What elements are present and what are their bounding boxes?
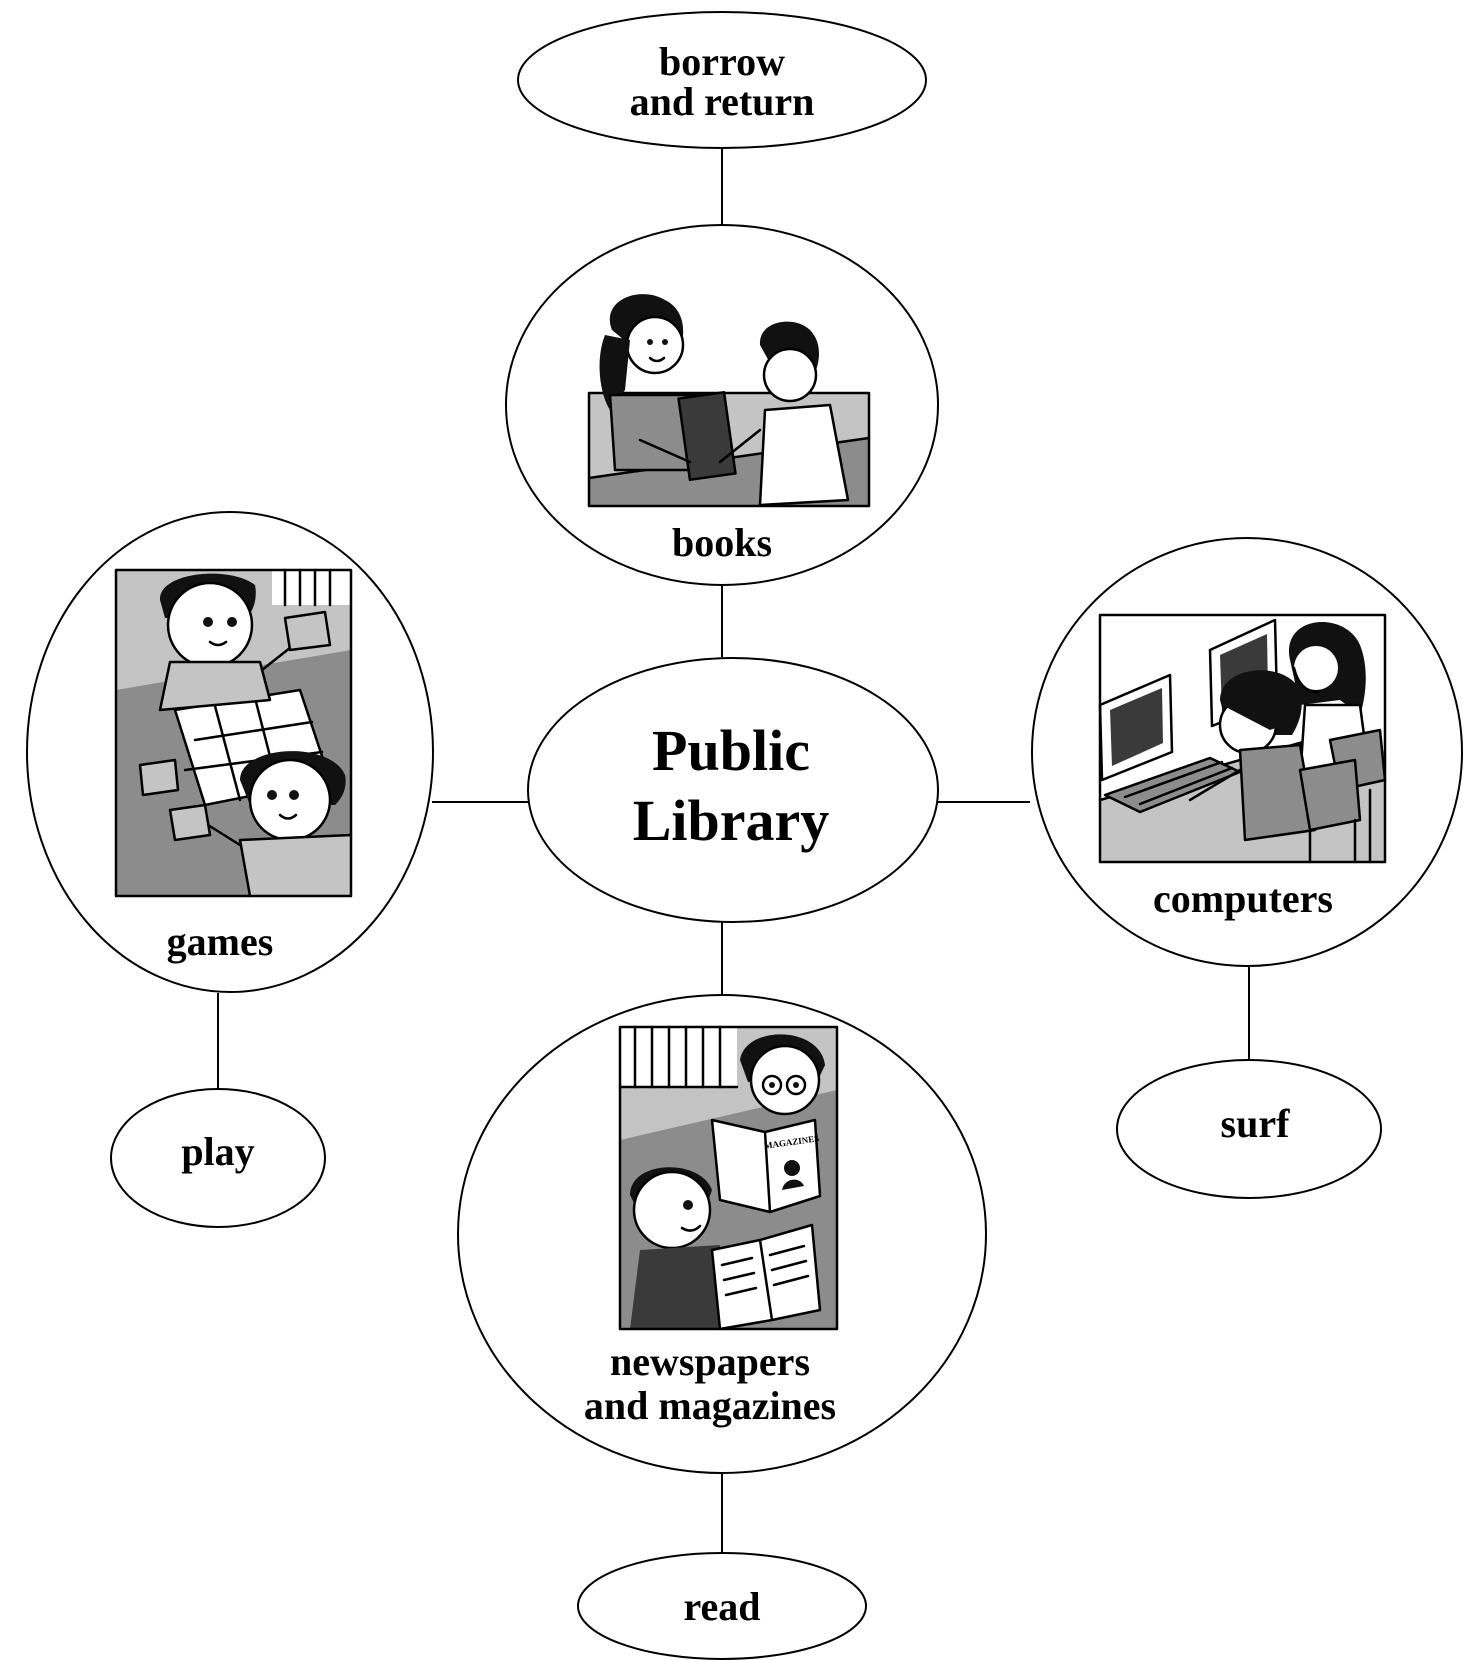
topic-books: books (505, 224, 939, 586)
play-label: play (181, 1129, 254, 1174)
action-play: play (110, 1088, 326, 1228)
newspapers-illustration: MAGAZINES (618, 1025, 839, 1331)
action-surf: surf (1116, 1059, 1382, 1199)
topic-games: games (26, 511, 434, 993)
surf-label: surf (1221, 1101, 1291, 1146)
games-label: games (167, 919, 274, 964)
computers-illustration (1098, 613, 1387, 864)
read-label: read (683, 1584, 760, 1629)
games-illustration (114, 568, 353, 898)
connectors (217, 148, 1250, 1553)
computers-label: computers (1153, 876, 1333, 921)
action-read: read (577, 1552, 867, 1660)
books-label: books (672, 520, 772, 565)
books-illustration (587, 294, 871, 508)
topic-computers: computers (1031, 537, 1463, 967)
